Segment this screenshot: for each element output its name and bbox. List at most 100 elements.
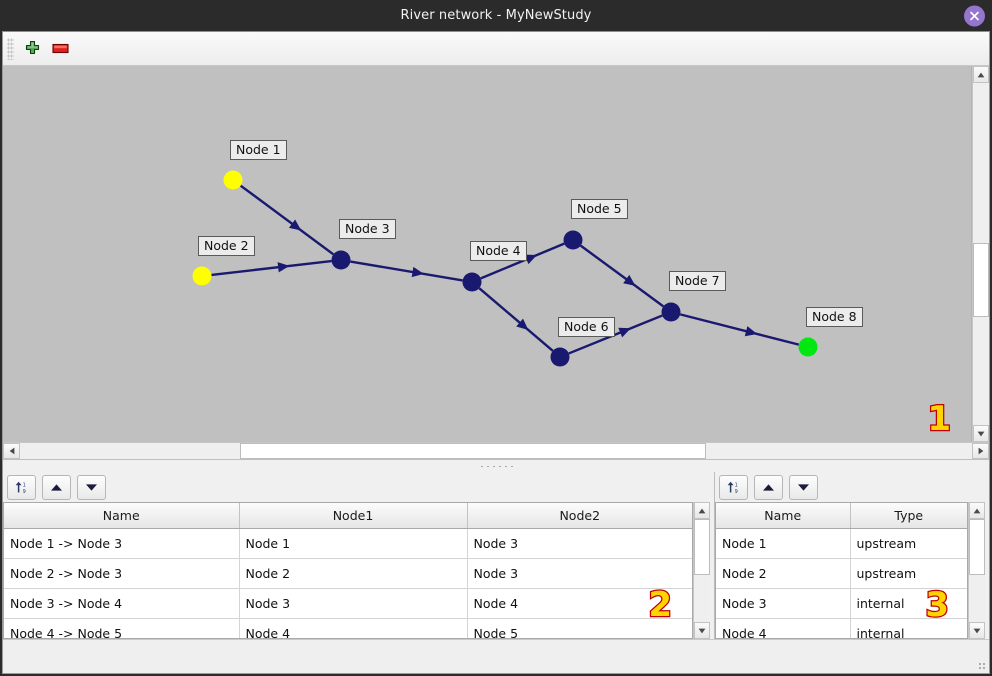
nodes-scroll-up-button[interactable] [969,502,985,519]
nodes-sort-button[interactable]: 1 9 [719,474,748,500]
scroll-down-button[interactable] [973,425,989,442]
graph-edge[interactable] [239,184,335,256]
scroll-up-button[interactable] [973,66,989,83]
table-cell[interactable]: Node 3 [716,588,851,619]
table-cell[interactable]: internal [850,618,967,638]
table-cell[interactable]: Node 3 [239,588,468,619]
graph-edge[interactable] [350,260,463,282]
graph-node-label[interactable]: Node 3 [339,219,396,239]
nodes-scroll-down-button[interactable] [969,622,985,639]
links-move-down-button[interactable] [77,474,106,500]
network-graph-canvas[interactable]: Node 1 Node 2 Node 3 Node 4 Node 5 Node 6 Node… [3,66,972,442]
table-cell[interactable]: internal [850,588,967,619]
graph-edge[interactable] [568,314,663,355]
table-cell[interactable]: Node 4 [716,618,851,638]
scroll-left-button[interactable] [3,443,20,459]
links-scroll-down-button[interactable] [694,622,710,639]
column-header[interactable]: Name [4,503,240,529]
resize-grip-icon[interactable] [978,662,986,670]
graph-node[interactable] [462,272,482,292]
graph-vertical-scrollbar[interactable] [972,66,989,442]
links-vscroll-track[interactable] [694,519,710,622]
graph-node-label[interactable]: Node 7 [669,271,726,291]
graph-edge[interactable] [579,244,665,308]
table-cell[interactable]: Node 3 -> Node 4 [4,588,240,619]
panel-splitter[interactable] [3,459,989,472]
table-cell[interactable]: Node 3 [467,528,692,559]
delete-node-button[interactable] [46,35,74,63]
links-vscroll-thumb[interactable] [694,519,710,575]
graph-node[interactable] [223,170,243,190]
table-cell[interactable]: Node 4 [467,588,692,619]
nodes-move-up-button[interactable] [754,474,783,500]
graph-node-label[interactable]: Node 5 [571,199,628,219]
scroll-right-button[interactable] [972,443,989,459]
graph-hscroll-thumb[interactable] [240,443,706,459]
table-cell[interactable]: Node 4 -> Node 5 [4,618,240,638]
graph-node-label[interactable]: Node 6 [558,317,615,337]
links-scroll-up-button[interactable] [694,502,710,519]
graph-edge[interactable] [478,287,554,352]
nodes-table-panel: 1 9 [715,472,989,639]
links-move-up-button[interactable] [42,474,71,500]
graph-edge-arrow [288,219,302,231]
links-sort-button[interactable]: 1 9 [7,474,36,500]
table-cell[interactable]: Node 1 [716,528,851,559]
chevron-up-icon [977,72,985,77]
column-header[interactable]: Type [850,503,967,529]
table-cell[interactable]: Node 3 [467,558,692,589]
graph-edge[interactable] [211,259,332,277]
table-cell[interactable]: Node 1 [239,528,468,559]
table-cell[interactable]: Node 2 -> Node 3 [4,558,240,589]
table-cell[interactable]: Node 2 [239,558,468,589]
close-button[interactable] [964,5,985,26]
table-cell[interactable]: upstream [850,528,967,559]
graph-hscroll-track[interactable] [20,443,972,459]
graph-edge[interactable] [480,242,565,280]
graph-horizontal-scrollbar[interactable] [3,442,989,459]
table-cell[interactable]: Node 4 [239,618,468,638]
graph-node[interactable] [331,250,351,270]
column-header[interactable]: Name [716,503,851,529]
nodes-vscroll-thumb[interactable] [969,519,985,575]
graph-node-label[interactable]: Node 1 [230,140,287,160]
graph-vscroll-track[interactable] [973,83,989,425]
column-header[interactable]: Node2 [467,503,692,529]
table-cell[interactable]: Node 2 [716,558,851,589]
add-node-button[interactable] [18,35,46,63]
arrow-up-icon [51,483,62,491]
graph-node-label[interactable]: Node 8 [806,307,863,327]
graph-edge[interactable] [679,313,800,346]
graph-node[interactable] [661,302,681,322]
graph-node[interactable] [550,347,570,367]
toolbar-drag-handle[interactable] [7,37,14,60]
table-cell[interactable]: Node 5 [467,618,692,638]
links-vertical-scrollbar[interactable] [693,502,710,639]
graph-node[interactable] [192,266,212,286]
chevron-left-icon [9,447,14,455]
graph-node-label[interactable]: Node 4 [470,241,527,261]
nodes-move-down-button[interactable] [789,474,818,500]
graph-node[interactable] [798,337,818,357]
table-cell[interactable]: upstream [850,558,967,589]
column-header[interactable]: Node1 [239,503,468,529]
graph-vscroll-thumb[interactable] [973,243,989,317]
graph-node-label[interactable]: Node 2 [198,236,255,256]
nodes-vertical-scrollbar[interactable] [968,502,985,639]
nodes-vscroll-track[interactable] [969,519,985,622]
table-cell[interactable]: Node 1 -> Node 3 [4,528,240,559]
graph-node[interactable] [563,230,583,250]
